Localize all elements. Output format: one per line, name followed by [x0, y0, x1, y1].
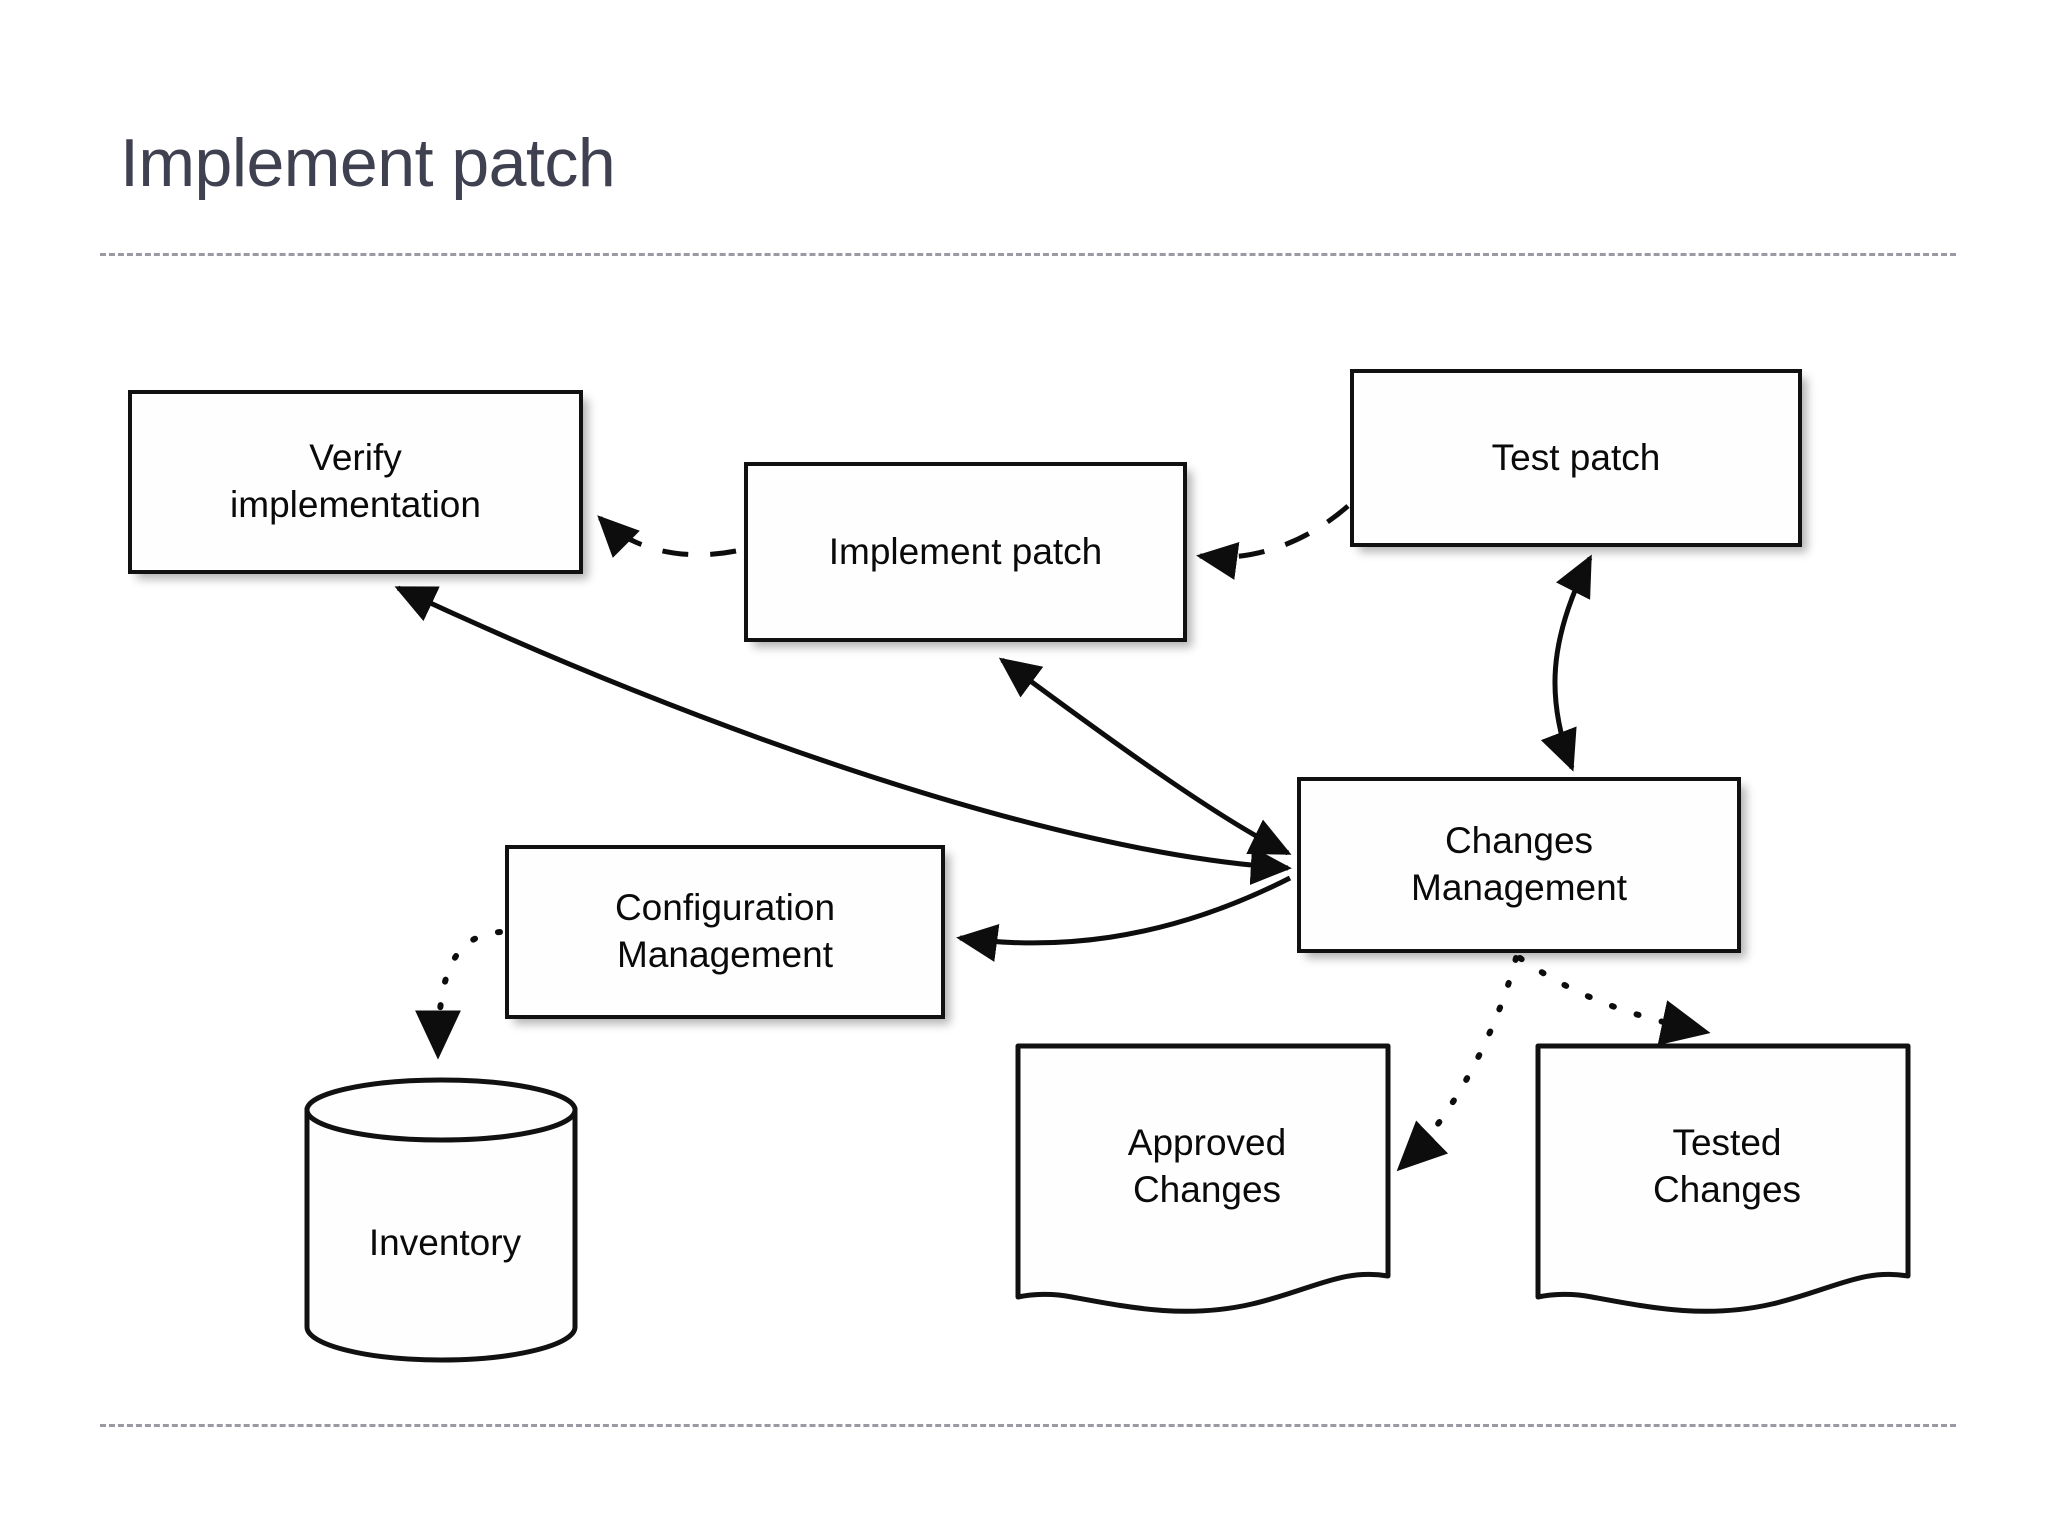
edge-changes-management-to-configuration-management — [956, 875, 1292, 962]
edge-verify-changes-management — [394, 585, 1292, 885]
node-verify-implementation[interactable]: Verify implementation — [128, 390, 583, 574]
edge-implement-changes-management — [998, 657, 1292, 856]
edge-changes-management-to-tested-changes — [1517, 955, 1711, 1046]
node-changes-management-label: Changes Management — [1411, 820, 1627, 908]
node-test-patch[interactable]: Test patch — [1350, 369, 1802, 547]
title-divider-top — [100, 253, 1956, 256]
node-inventory-label: Inventory — [368, 1222, 522, 1263]
node-configuration-management-label: Configuration Management — [614, 887, 836, 975]
node-changes-management[interactable]: Changes Management — [1297, 777, 1741, 953]
edge-configuration-management-to-inventory — [415, 929, 503, 1060]
node-approved-changes[interactable]: Approved Changes — [1012, 1040, 1402, 1330]
node-test-patch-label: Test patch — [1491, 436, 1661, 478]
node-inventory[interactable]: Inventory — [300, 1072, 590, 1367]
node-implement-patch[interactable]: Implement patch — [744, 462, 1187, 642]
footer-divider-bottom — [100, 1424, 1956, 1427]
edge-implement-to-verify — [597, 515, 737, 558]
node-tested-changes-label: Tested Changes — [1652, 1122, 1802, 1210]
page-title: Implement patch — [120, 125, 616, 201]
node-verify-implementation-label: Verify implementation — [230, 437, 481, 525]
node-tested-changes[interactable]: Tested Changes — [1532, 1040, 1922, 1330]
document-shape — [1535, 1043, 1911, 1314]
node-implement-patch-label: Implement patch — [828, 530, 1103, 572]
cylinder-shape — [304, 1077, 578, 1363]
edge-test-to-implement — [1196, 504, 1350, 580]
node-configuration-management[interactable]: Configuration Management — [505, 845, 945, 1019]
document-shape — [1015, 1043, 1391, 1314]
edge-changes-management-to-approved-changes — [1396, 955, 1519, 1172]
edge-test-changes-management — [1540, 554, 1593, 772]
node-approved-changes-label: Approved Changes — [1127, 1122, 1287, 1210]
